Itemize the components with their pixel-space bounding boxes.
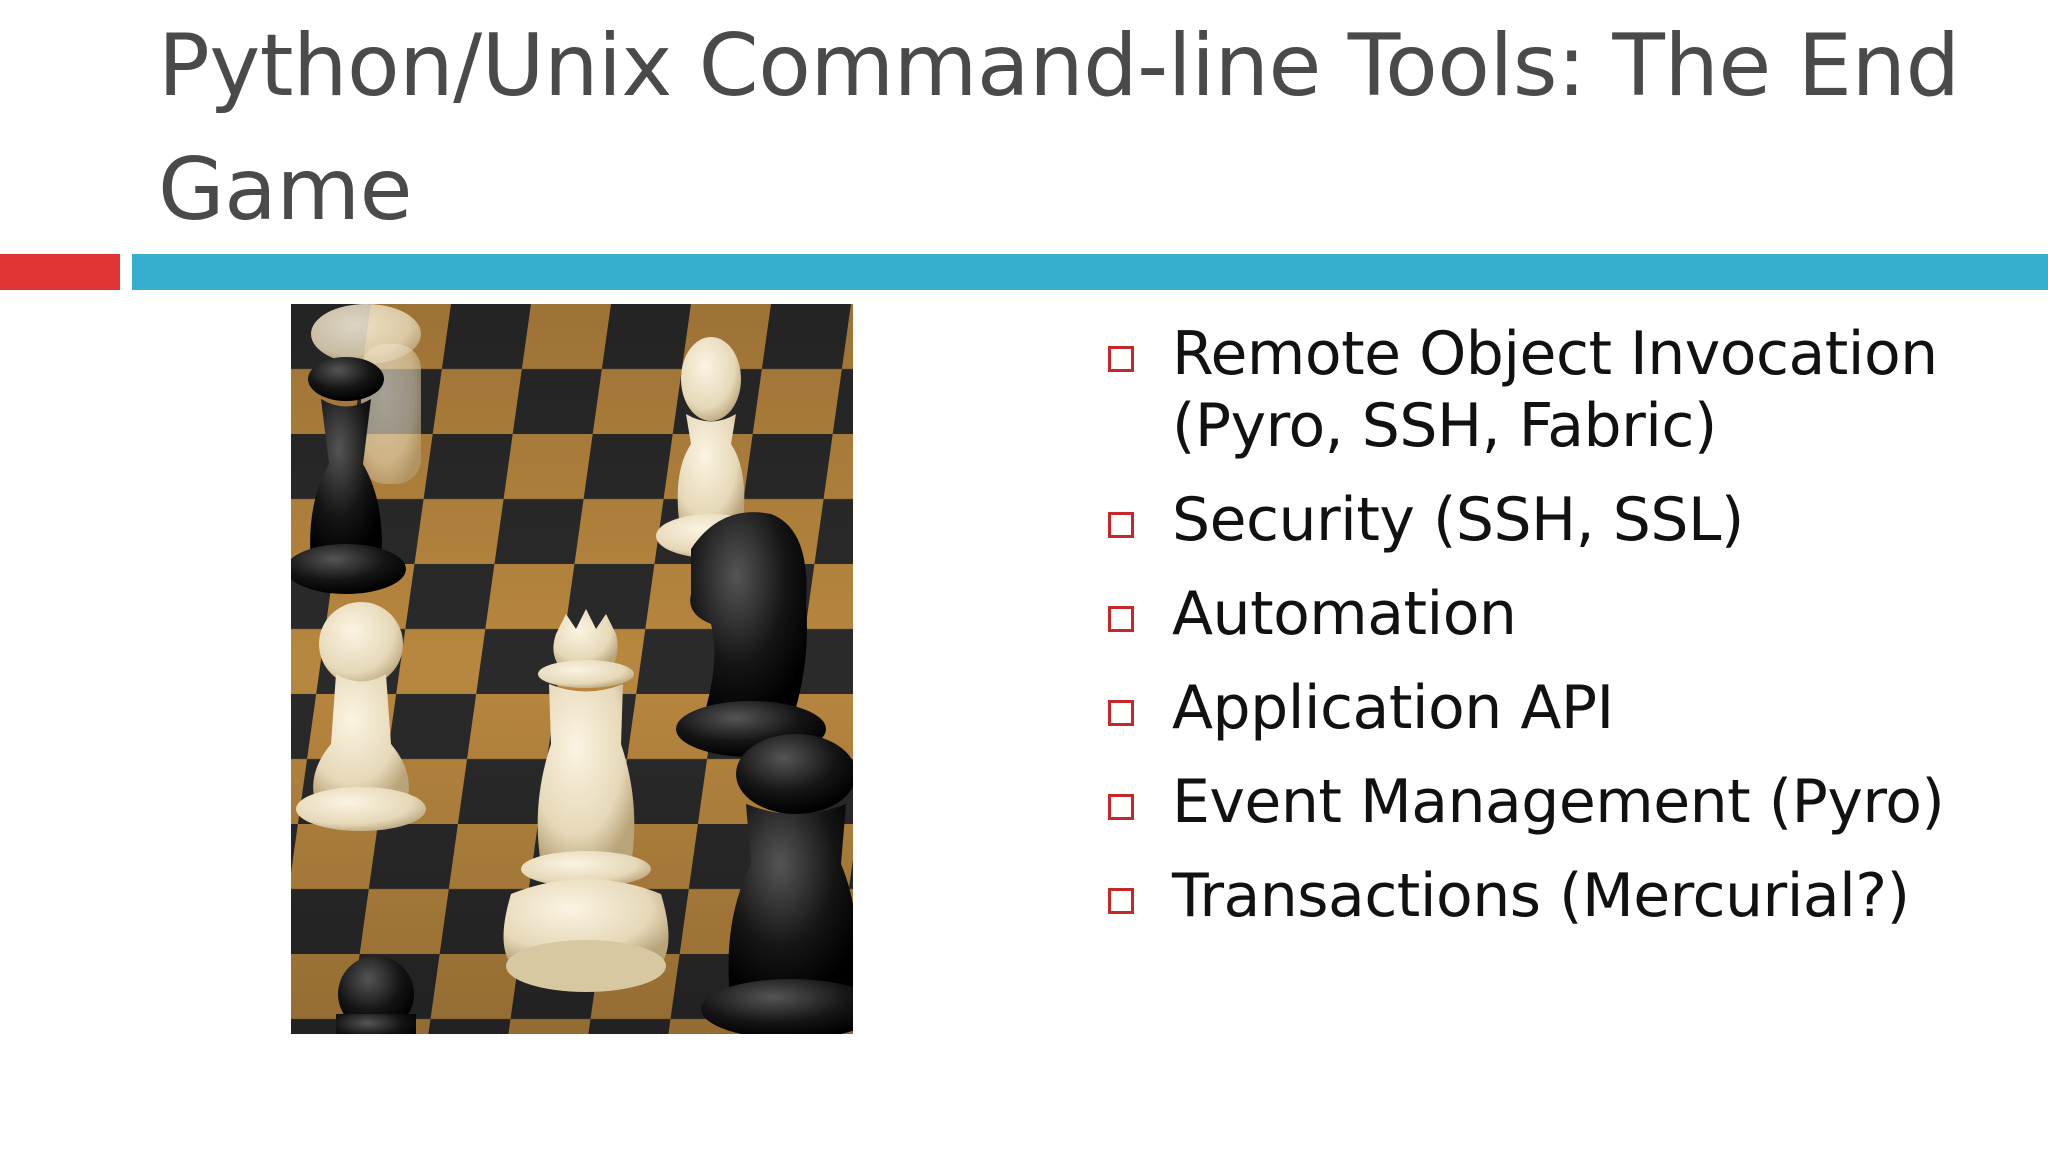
chess-pieces-illustration — [291, 304, 853, 1034]
bullet-text: Remote Object Invocation (Pyro, SSH, Fab… — [1172, 319, 1938, 461]
bullet-text: Automation — [1172, 579, 1517, 649]
slide-title: Python/Unix Command-line Tools: The End … — [158, 16, 1960, 240]
hollow-square-icon — [1108, 512, 1134, 538]
bullet-list: Remote Object Invocation (Pyro, SSH, Fab… — [1108, 318, 2008, 954]
bullet-text: Transactions (Mercurial?) — [1172, 861, 1910, 931]
list-item: Security (SSH, SSL) — [1108, 484, 2008, 556]
list-item: Event Management (Pyro) — [1108, 766, 2008, 838]
bullet-text: Event Management (Pyro) — [1172, 767, 1945, 837]
hollow-square-icon — [1108, 346, 1134, 372]
hollow-square-icon — [1108, 606, 1134, 632]
chess-pieces-photo — [291, 304, 853, 1034]
accent-bar-blue — [132, 254, 2048, 290]
list-item: Transactions (Mercurial?) — [1108, 860, 2008, 932]
list-item: Application API — [1108, 672, 2008, 744]
bullet-text: Security (SSH, SSL) — [1172, 485, 1744, 555]
accent-bar-red — [0, 254, 120, 290]
list-item: Remote Object Invocation (Pyro, SSH, Fab… — [1108, 318, 2008, 462]
hollow-square-icon — [1108, 700, 1134, 726]
bullet-text: Application API — [1172, 673, 1614, 743]
hollow-square-icon — [1108, 888, 1134, 914]
hollow-square-icon — [1108, 794, 1134, 820]
list-item: Automation — [1108, 578, 2008, 650]
